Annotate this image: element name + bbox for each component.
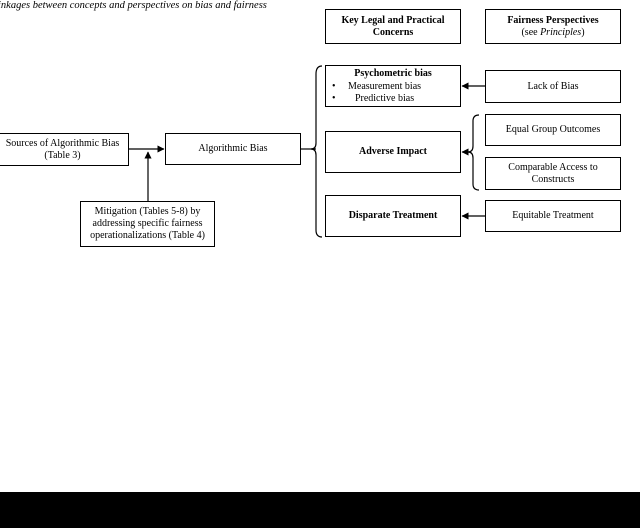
algorithmic-bias-label: Algorithmic Bias — [198, 143, 268, 154]
list-item: Predictive bias — [326, 93, 421, 105]
header-legal-concerns: Key Legal and Practical Concerns — [325, 9, 461, 44]
sources-of-bias-label: Sources of Algorithmic Bias (Table 3) — [5, 137, 120, 161]
comparable-access-label: Comparable Access to Constructs — [508, 161, 598, 185]
figure-caption: inkages between concepts and perspective… — [0, 0, 267, 11]
bottom-black-bar — [0, 492, 640, 528]
disparate-treatment-box: Disparate Treatment — [325, 195, 461, 237]
equal-group-outcomes-box: Equal Group Outcomes — [485, 114, 621, 146]
lack-of-bias-label: Lack of Bias — [527, 80, 579, 92]
header-fairness-subtitle: (see Principles) — [521, 26, 585, 38]
psychometric-bias-list: Measurement bias Predictive bias — [326, 81, 421, 105]
header-fairness-perspectives: Fairness Perspectives (see Principles) — [485, 9, 621, 44]
lack-of-bias-box: Lack of Bias — [485, 70, 621, 103]
psychometric-bias-title: Psychometric bias — [354, 67, 432, 79]
mitigation-box: Mitigation (Tables 5-8) by addressing sp… — [80, 201, 215, 247]
adverse-impact-box: Adverse Impact — [325, 131, 461, 173]
mitigation-label: Mitigation (Tables 5-8) by addressing sp… — [90, 206, 205, 241]
equitable-treatment-box: Equitable Treatment — [485, 200, 621, 232]
header-legal-label: Key Legal and Practical Concerns — [341, 14, 445, 38]
disparate-treatment-label: Disparate Treatment — [348, 210, 438, 221]
equitable-treatment-label: Equitable Treatment — [512, 210, 594, 221]
algorithmic-bias-box: Algorithmic Bias — [165, 133, 301, 165]
list-item: Measurement bias — [326, 81, 421, 93]
header-fairness-title: Fairness Perspectives — [507, 14, 599, 26]
comparable-access-box: Comparable Access to Constructs — [485, 157, 621, 190]
adverse-impact-label: Adverse Impact — [358, 146, 428, 157]
sources-of-bias-box: Sources of Algorithmic Bias (Table 3) — [0, 133, 129, 166]
psychometric-bias-box: Psychometric bias Measurement bias Predi… — [325, 65, 461, 107]
equal-group-outcomes-label: Equal Group Outcomes — [505, 124, 601, 135]
